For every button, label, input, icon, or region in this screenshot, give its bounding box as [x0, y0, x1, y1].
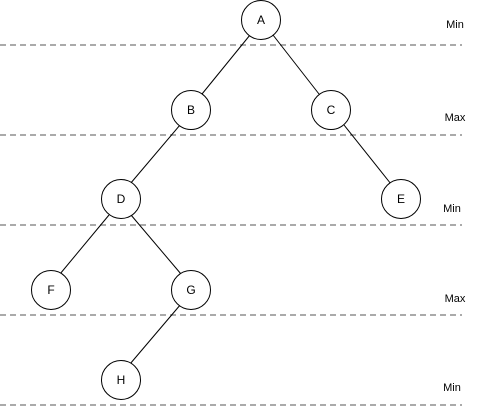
edge-D-G [130, 214, 182, 275]
tree-edges [59, 34, 392, 365]
node-circle [101, 360, 141, 400]
level-separators [0, 44, 462, 406]
level-label-3: Max [445, 293, 466, 305]
node-label: F [47, 283, 54, 297]
node-G: G [171, 270, 211, 310]
level-label-1: Max [445, 112, 466, 124]
level-label-0: Min [446, 19, 464, 31]
node-circle [241, 0, 281, 40]
node-label: A [257, 13, 265, 27]
level-label-2: Min [443, 203, 461, 215]
edge-D-F [59, 214, 110, 275]
node-circle [171, 90, 211, 130]
tree-nodes: A B C D E F G H [31, 0, 421, 400]
edge-G-H [129, 303, 182, 365]
node-circle [171, 270, 211, 310]
node-circle [311, 90, 351, 130]
node-label: B [187, 103, 195, 117]
node-label: C [327, 103, 336, 117]
node-H: H [101, 360, 141, 400]
edge-B-D [129, 124, 181, 185]
edge-A-B [201, 34, 251, 95]
node-circle [31, 270, 71, 310]
level-label-4: Min [443, 382, 461, 394]
node-A: A [241, 0, 281, 40]
node-E: E [381, 179, 421, 219]
node-D: D [101, 179, 141, 219]
edge-C-E [343, 124, 392, 185]
node-circle [101, 179, 141, 219]
edge-A-C [272, 34, 320, 95]
node-B: B [171, 90, 211, 130]
node-label: D [117, 192, 126, 206]
node-F: F [31, 270, 71, 310]
node-circle [381, 179, 421, 219]
node-C: C [311, 90, 351, 130]
node-label: H [117, 373, 126, 387]
node-label: E [397, 192, 405, 206]
node-label: G [186, 283, 195, 297]
level-labels: Min Max Min Max Min [443, 19, 466, 394]
